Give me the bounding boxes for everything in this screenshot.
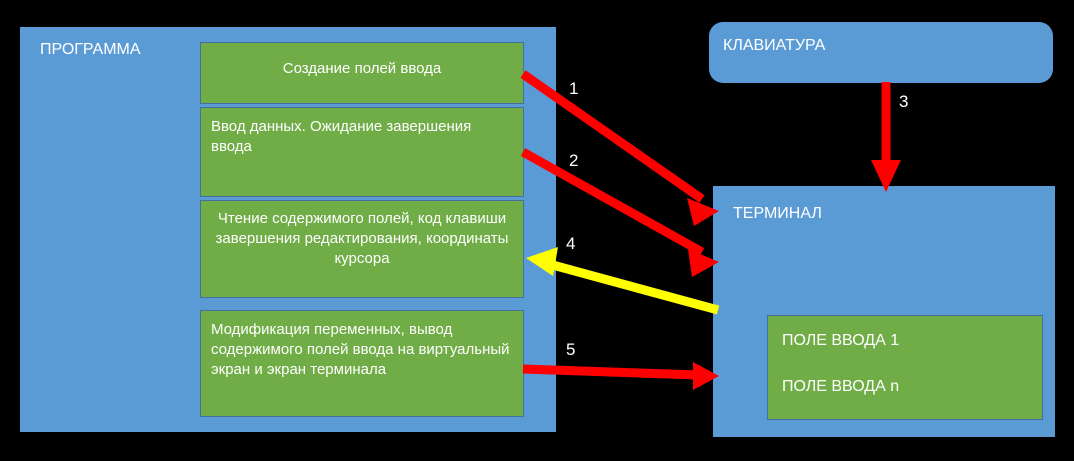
terminal-panel-title: ТЕРМИНАЛ	[733, 205, 822, 222]
arrow-label-2: 2	[569, 151, 579, 170]
terminal-input-field-label-n: ПОЛЕ ВВОДА n	[782, 378, 900, 395]
terminal-input-fields-box: ПОЛЕ ВВОДА 1 ПОЛЕ ВВОДА n	[767, 315, 1043, 420]
keyboard-panel-title: КЛАВИАТУРА	[723, 37, 826, 54]
terminal-input-field-label-1: ПОЛЕ ВВОДА 1	[782, 332, 900, 349]
program-step-box-4: Модификация переменных, вывод содержимог…	[200, 310, 524, 417]
arrow-3-red	[871, 82, 901, 192]
program-step-box-2: Ввод данных. Ожидание завершения ввода	[200, 107, 524, 197]
program-step-box-1: Создание полей ввода	[200, 42, 524, 104]
program-step-label-2: Ввод данных. Ожидание завершения ввода	[211, 118, 472, 155]
program-step-label-1: Создание полей ввода	[282, 60, 442, 77]
program-panel: ПРОГРАММА Создание полей ввода Ввод данн…	[20, 27, 556, 432]
keyboard-panel: КЛАВИАТУРА	[709, 22, 1053, 83]
terminal-panel: ТЕРМИНАЛ ПОЛЕ ВВОДА 1 ПОЛЕ ВВОДА n	[713, 186, 1055, 437]
arrow-label-1: 1	[569, 79, 579, 98]
arrow-label-3: 3	[899, 92, 909, 111]
program-step-label-3: Чтение содержимого полей, код клавиши за…	[215, 210, 509, 267]
program-panel-title: ПРОГРАММА	[40, 41, 141, 58]
program-step-label-4: Модификация переменных, вывод содержимог…	[211, 321, 510, 378]
arrow-label-4: 4	[566, 234, 576, 253]
arrow-label-5: 5	[566, 340, 576, 359]
program-step-box-3: Чтение содержимого полей, код клавиши за…	[200, 200, 524, 298]
